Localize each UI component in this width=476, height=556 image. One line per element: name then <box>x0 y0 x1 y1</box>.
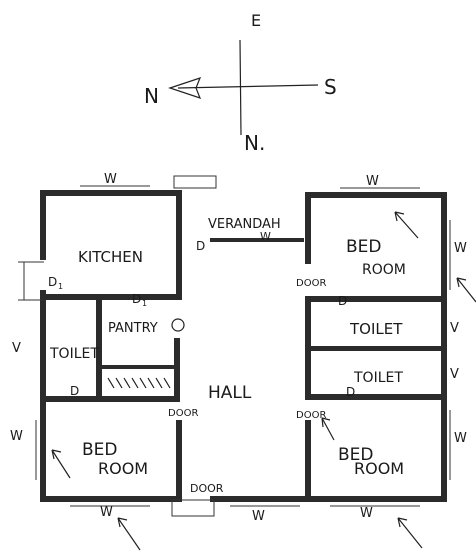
bedroom-top-label-line1: BED <box>346 237 382 257</box>
wall-toilets-bottom <box>305 394 447 400</box>
wall-bottom-right <box>305 496 447 502</box>
compass-vertical-line <box>239 39 242 136</box>
opening-hall-top <box>173 175 217 189</box>
wall-right-top <box>305 192 447 198</box>
door-d1-kitchen-sub: 1 <box>58 282 63 291</box>
window-mark-bottom-middle: W <box>252 509 265 524</box>
compass-arrow-icon <box>168 77 202 99</box>
openings <box>18 175 451 517</box>
wall-kitchen-right <box>176 190 182 298</box>
verandah-label: VERANDAH <box>208 217 281 232</box>
bedroom-bottom-left-label-line2: ROOM <box>98 459 148 478</box>
door-label-main: DOOR <box>190 482 224 495</box>
opening-main-door <box>171 499 215 517</box>
wall-left-upper <box>40 190 46 260</box>
door-d1-pantry: D <box>132 292 141 306</box>
wall-verandah-ledge <box>210 238 304 242</box>
window-mark-bedroom-left: W <box>10 429 23 444</box>
bedroom-bottom-right-label-line2: ROOM <box>354 459 404 478</box>
arrow-bedroom-right-icon <box>321 417 335 441</box>
pantry-symbol-icon <box>171 318 185 332</box>
wall-pantry-shelf <box>100 365 178 369</box>
window-mark-bottom-right: W <box>360 506 373 521</box>
wall-pantry-left <box>96 296 102 400</box>
pantry-label: PANTRY <box>108 321 158 336</box>
wall-kitchen-top <box>40 190 182 196</box>
arrow-bedroom-left-icon <box>51 449 71 479</box>
door-d1-pantry-sub: 1 <box>142 299 147 308</box>
wall-bedroom-left-right <box>176 420 182 502</box>
hall-label: HALL <box>208 383 252 403</box>
window-mark-bedroom-top: W <box>366 174 379 189</box>
wall-left-middle <box>40 290 46 400</box>
toilet-right-1-label: TOILET <box>349 320 403 338</box>
walls <box>40 190 447 502</box>
door-labels: DOOR DOOR DOOR DOOR D 1 D 1 D D D D <box>48 239 355 495</box>
arrow-bottom-left-icon <box>117 517 141 551</box>
pantry-hatch-icon <box>107 377 171 389</box>
bedroom-bottom-left-label-line1: BED <box>82 440 118 460</box>
door-d1-kitchen: D <box>48 275 57 289</box>
kitchen-label: KITCHEN <box>78 248 143 266</box>
ventilator-mark-right-1: V <box>450 321 459 336</box>
bedroom-bottom-right-label-line1: BED <box>338 445 374 465</box>
window-markers: W W W W W W W W W V V V <box>10 172 467 524</box>
arrow-bedroom-side-icon <box>456 277 476 303</box>
door-label-bedroom-right: DOOR <box>296 410 326 421</box>
bedroom-top-label-line2: ROOM <box>362 262 406 278</box>
wall-toilets-left <box>305 296 311 396</box>
wall-bedroom-top-bottom <box>305 296 447 302</box>
compass-north-label: N <box>144 84 159 108</box>
wall-bottom-left <box>40 496 180 502</box>
wall-left-lower <box>40 400 46 502</box>
arrows <box>51 211 476 551</box>
compass-horizontal-line <box>177 84 319 89</box>
ventilator-mark-right-2: V <box>450 367 459 382</box>
door-d1-hall: D <box>196 239 205 253</box>
wall-bedroom-right-left <box>305 420 311 502</box>
compass-west-label: S <box>324 75 337 99</box>
door-d1-toilet-right-1: D <box>338 294 347 308</box>
wall-toilets-divider <box>311 346 447 351</box>
compass-east-label: E <box>251 11 261 30</box>
wall-bedroom-top-left <box>305 192 311 264</box>
door-d1-toilet-right-2: D <box>346 385 355 399</box>
window-mark-bedroom-top-side: W <box>454 241 467 256</box>
window-mark-kitchen: W <box>104 172 117 187</box>
door-label-bedroom-top: DOOR <box>296 278 326 289</box>
compass: E S N N. <box>144 11 337 155</box>
room-labels: KITCHEN VERANDAH PANTRY TOILET HALL BED … <box>49 217 406 478</box>
window-mark-bedroom-right: W <box>454 431 467 446</box>
toilet-left-label: TOILET <box>49 346 99 362</box>
arrow-bedroom-top-icon <box>394 211 419 239</box>
window-mark-bottom-left: W <box>100 505 113 520</box>
wall-bottom-middle <box>210 496 310 502</box>
wall-kitchen-bottom <box>40 294 182 300</box>
arrow-bottom-right-icon <box>397 517 423 549</box>
compass-south-label: N. <box>244 131 265 155</box>
door-label-bedroom-left: DOOR <box>168 408 198 419</box>
door-d1-toilet: D <box>70 384 79 398</box>
toilet-right-2-label: TOILET <box>353 370 403 386</box>
window-mark-verandah: W <box>260 230 271 243</box>
ventilator-mark-left: V <box>12 341 21 356</box>
wall-toilet-bottom <box>40 396 180 402</box>
